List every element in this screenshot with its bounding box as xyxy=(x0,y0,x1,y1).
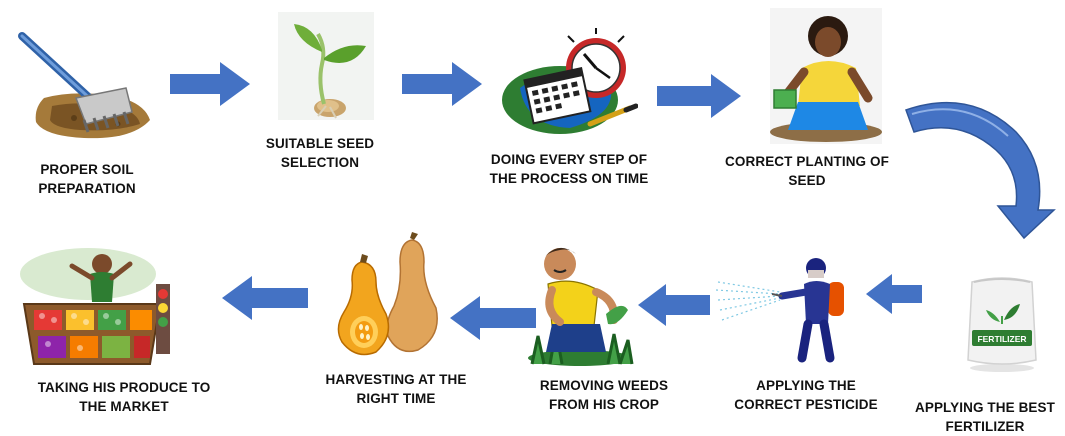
arrow-left-1 xyxy=(866,274,922,314)
arrow-left-3 xyxy=(450,296,536,340)
arrow-curve-down xyxy=(905,101,1056,240)
calendar-clock-icon xyxy=(502,28,638,134)
arrow-right-3 xyxy=(657,74,741,118)
woman-planting-icon xyxy=(770,8,882,144)
weeding-man-icon xyxy=(528,247,634,366)
pesticide-sprayer-icon xyxy=(716,258,844,363)
soil-rake-icon xyxy=(18,32,150,139)
arrow-right-2 xyxy=(402,62,482,106)
arrow-left-2 xyxy=(638,284,710,326)
arrow-left-4 xyxy=(222,276,308,320)
butternut-squash-icon xyxy=(337,232,438,356)
fertilizer-bag-text: FERTILIZER xyxy=(977,334,1026,344)
market-stall-icon xyxy=(20,248,170,365)
seedling-icon xyxy=(278,12,374,120)
fertilizer-bag-icon: FERTILIZER xyxy=(967,277,1037,372)
arrow-right-1 xyxy=(170,62,250,106)
